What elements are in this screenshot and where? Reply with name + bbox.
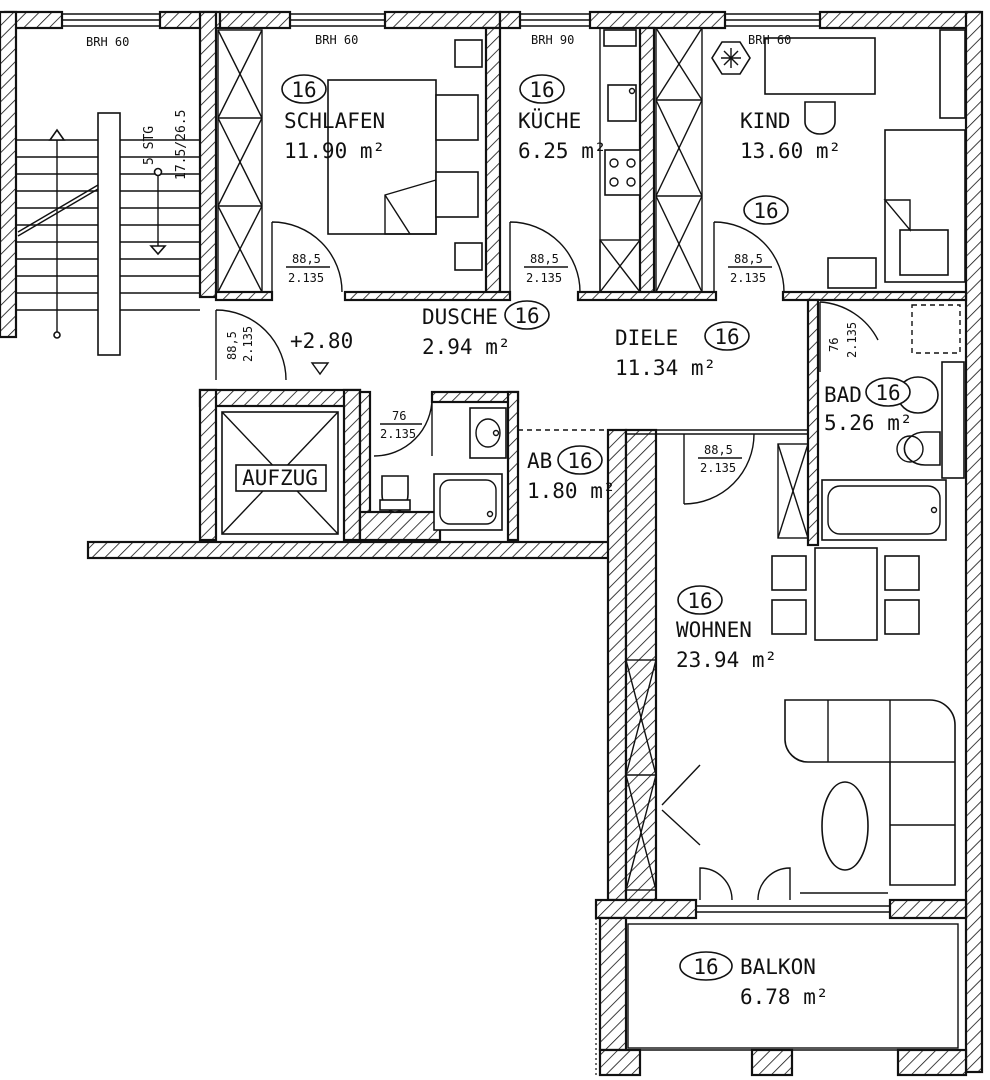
room-badge-balkon: 16 (693, 955, 718, 979)
room-bad: 76 2.135 BAD 16 5.26 m² (819, 301, 965, 541)
room-name-diele: DIELE (615, 326, 678, 350)
door-height-entry: 2.135 (241, 326, 255, 362)
room-kueche: 88,5 2.135 BRH 90 16 KÜCHE 6.25 m² (509, 27, 641, 293)
window-label-stair: BRH 60 (86, 35, 129, 49)
room-dusche: 76 2.135 (373, 397, 507, 531)
room-area-ab: 1.80 m² (527, 479, 616, 503)
window-label-schlafen: BRH 60 (315, 33, 358, 47)
window-label-kind: BRH 60 (748, 33, 791, 47)
level-label: +2.80 (290, 329, 353, 353)
elevator-label: AUFZUG (242, 466, 318, 490)
room-area-kueche: 6.25 m² (518, 139, 607, 163)
room-wohnen: 88,5 2.135 16 WOHN (625, 433, 956, 913)
door-width-wohnen: 88,5 (704, 443, 733, 457)
room-area-diele: 11.34 m² (615, 356, 716, 380)
room-badge-bad: 16 (875, 381, 900, 405)
room-badge-ab: 16 (567, 449, 592, 473)
room-name-dusche: DUSCHE (422, 305, 498, 329)
room-name-wohnen: WOHNEN (676, 618, 752, 642)
room-area-bad: 5.26 m² (824, 411, 913, 435)
door-width-bad: 76 (827, 338, 841, 352)
room-ab: AB 16 1.80 m² (527, 445, 616, 503)
room-kind: 88,5 2.135 BRH 60 KIND 13.60 m² 16 (655, 27, 966, 293)
stair-steps-label: 5 STG (142, 126, 157, 165)
room-badge-schlafen: 16 (291, 78, 316, 102)
room-name-schlafen: SCHLAFEN (284, 109, 385, 133)
door-height-wohnen: 2.135 (700, 461, 736, 475)
door-width-entry: 88,5 (225, 331, 239, 360)
door-height-dusche: 2.135 (380, 427, 416, 441)
room-name-bad: BAD (824, 383, 862, 407)
room-schlafen: 88,5 2.135 BRH 60 16 SCHLAFEN 11.90 m² (217, 29, 483, 293)
kind-top-badge: 16 (0, 0, 14, 3)
door-height-bad: 2.135 (845, 322, 859, 358)
door-height-schlafen: 2.135 (288, 271, 324, 285)
room-badge-kind: 16 (753, 199, 778, 223)
room-area-kind: 13.60 m² (740, 139, 841, 163)
door-width-kueche: 88,5 (530, 252, 559, 266)
window-label-kueche: BRH 90 (531, 33, 574, 47)
room-area-wohnen: 23.94 m² (676, 648, 777, 672)
windows (62, 13, 820, 27)
room-balkon: 16 BALKON 6.78 m² (595, 918, 959, 1075)
room-badge-kueche: 16 (529, 78, 554, 102)
staircase: 5 STG 17.5/26.5 BRH 60 (16, 35, 200, 356)
stair-ratio-label: 17.5/26.5 (174, 110, 189, 180)
room-badge-dusche: 16 (514, 304, 539, 328)
elevator: AUFZUG (199, 411, 339, 535)
door-width-dusche: 76 (392, 409, 406, 423)
room-area-balkon: 6.78 m² (740, 985, 829, 1009)
room-badge-diele: 16 (714, 325, 739, 349)
room-name-kind: KIND (740, 109, 791, 133)
room-diele: 88,5 2.135 +2.80 DUSCHE 16 2.94 m² DIELE… (215, 300, 808, 435)
door-height-kind: 2.135 (730, 271, 766, 285)
walls (0, 10, 984, 1077)
door-width-kind: 88,5 (734, 252, 763, 266)
room-badge-wohnen: 16 (687, 589, 712, 613)
room-area-schlafen: 11.90 m² (284, 139, 385, 163)
room-area-dusche: 2.94 m² (422, 335, 511, 359)
door-height-kueche: 2.135 (526, 271, 562, 285)
room-name-balkon: BALKON (740, 955, 816, 979)
room-name-ab: AB (527, 449, 552, 473)
room-name-kueche: KÜCHE (518, 108, 581, 133)
door-width-schlafen: 88,5 (292, 252, 321, 266)
